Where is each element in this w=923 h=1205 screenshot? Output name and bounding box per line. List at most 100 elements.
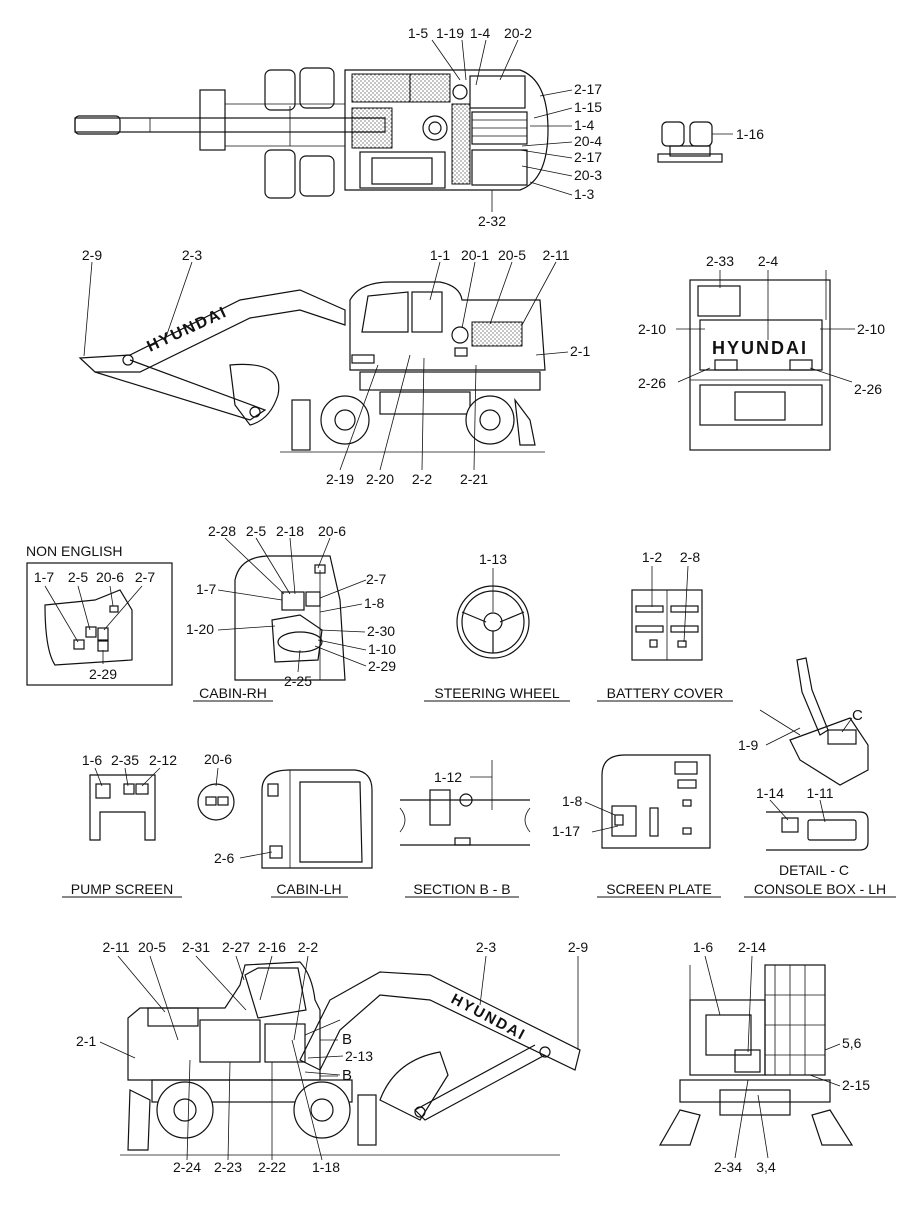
callout-label: 2-33 <box>706 253 734 269</box>
callout-label: 1-7 <box>34 569 54 585</box>
boom-brand-lettering-rh: HYUNDAI <box>145 303 231 355</box>
callout-label: 2-10 <box>857 321 885 337</box>
callout-label: 1-9 <box>738 737 758 753</box>
callout-label: 1-12 <box>434 769 462 785</box>
callout-label: 2-34 <box>714 1159 742 1175</box>
callout-label: 2-20 <box>366 471 394 487</box>
callout-label: 2-7 <box>135 569 155 585</box>
callout-label: 2-26 <box>638 375 666 391</box>
detail-c-view <box>766 811 869 851</box>
callout-label: 2-1 <box>76 1033 96 1049</box>
callout-label: 1-3 <box>574 186 594 202</box>
callout-label: 2-24 <box>173 1159 201 1175</box>
callout-label: 2-30 <box>367 623 395 639</box>
side-view-machine: HYUNDAI <box>78 281 546 453</box>
callout-label: 2-21 <box>460 471 488 487</box>
callout-label: 1-19 <box>436 25 464 41</box>
callout-label: 2-16 <box>258 939 286 955</box>
callout-label: 1-15 <box>574 99 602 115</box>
pump-screen-view <box>89 774 156 841</box>
marker-c: C <box>852 707 863 724</box>
callout-label: 20-4 <box>574 133 602 149</box>
rear-view-machine: HYUNDAI <box>689 270 831 451</box>
callout-label: 2-19 <box>326 471 354 487</box>
callout-label: 2-29 <box>368 658 396 674</box>
callout-label: 2-29 <box>89 666 117 682</box>
callout-label: 1-20 <box>186 621 214 637</box>
callout-label: 1-7 <box>196 581 216 597</box>
leader-lines <box>44 39 855 1161</box>
caption-non-english: NON ENGLISH <box>26 543 122 559</box>
boom-brand-lettering-lh: HYUNDAI <box>448 991 529 1045</box>
caption-detail-c: DETAIL - C <box>779 862 849 878</box>
marker-b-upper: B <box>342 1031 352 1048</box>
lh-side-view-machine: HYUNDAI <box>120 961 581 1156</box>
callout-label: 2-1 <box>570 343 590 359</box>
view-captions: NON ENGLISH CABIN-RH STEERING WHEEL BATT… <box>26 543 896 898</box>
callout-label: 2-4 <box>758 253 778 269</box>
callout-label: 1-8 <box>562 793 582 809</box>
callout-label: 1-17 <box>552 823 580 839</box>
caption-cabin-lh: CABIN-LH <box>276 881 341 897</box>
callout-label: 2-26 <box>854 381 882 397</box>
callout-label: 2-9 <box>568 939 588 955</box>
caption-console-box-lh: CONSOLE BOX - LH <box>754 881 886 897</box>
callout-label: 1-10 <box>368 641 396 657</box>
caption-screen-plate: SCREEN PLATE <box>606 881 712 897</box>
callout-label: 1-4 <box>574 117 594 133</box>
callout-label: 2-13 <box>345 1048 373 1064</box>
callout-label: 2-9 <box>82 247 102 263</box>
callout-label: 2-2 <box>298 939 318 955</box>
callout-label: 2-10 <box>638 321 666 337</box>
callout-label: 20-2 <box>504 25 532 41</box>
callout-label: 2-3 <box>182 247 202 263</box>
callout-label: 20-6 <box>204 751 232 767</box>
callout-label: 2-5 <box>68 569 88 585</box>
callout-label: 20-3 <box>574 167 602 183</box>
callout-label: 20-5 <box>498 247 526 263</box>
counterweight-brand-lettering: HYUNDAI <box>712 338 808 358</box>
front-view-machine <box>658 964 854 1146</box>
caption-steering-wheel: STEERING WHEEL <box>434 685 559 701</box>
callout-label: 1-4 <box>470 25 490 41</box>
screen-plate-view <box>601 754 711 849</box>
callout-label: 20-5 <box>138 939 166 955</box>
callout-label: 2-11 <box>543 247 570 263</box>
caption-pump-screen: PUMP SCREEN <box>71 881 173 897</box>
callout-label: 1-18 <box>312 1159 340 1175</box>
callout-label: 1-16 <box>736 126 764 142</box>
callout-label: 2-2 <box>412 471 432 487</box>
callout-label: 1-8 <box>364 595 384 611</box>
section-bb-view <box>399 760 531 846</box>
callout-label: 2-25 <box>284 673 312 689</box>
callout-label: 1-2 <box>642 549 662 565</box>
callout-label: 2-14 <box>738 939 766 955</box>
callout-label: 1-6 <box>82 752 102 768</box>
callout-label: 1-14 <box>756 785 784 801</box>
battery-cover-view <box>631 589 703 661</box>
callout-label: 2-17 <box>574 149 602 165</box>
sensor-part-detail <box>657 121 723 163</box>
console-joystick-view <box>759 657 869 786</box>
callout-label: 1-1 <box>430 247 450 263</box>
callout-label: 2-12 <box>149 752 177 768</box>
callout-label: 2-18 <box>276 523 304 539</box>
callout-label: 2-27 <box>222 939 250 955</box>
callout-label: 2-7 <box>366 571 386 587</box>
cabin-rh-view <box>234 555 346 681</box>
callout-label: 2-35 <box>111 752 139 768</box>
callout-label: 2-3 <box>476 939 496 955</box>
callout-label: 1-11 <box>807 785 834 801</box>
top-view-machine <box>74 67 549 199</box>
callout-label: 2-5 <box>246 523 266 539</box>
callout-label: 2-32 <box>478 213 506 229</box>
callout-label: 2-22 <box>258 1159 286 1175</box>
cabin-lh-view <box>197 769 373 869</box>
callout-label: 2-23 <box>214 1159 242 1175</box>
callout-label: 2-17 <box>574 81 602 97</box>
callout-label: 2-28 <box>208 523 236 539</box>
callout-label: 20-1 <box>461 247 489 263</box>
caption-battery-cover: BATTERY COVER <box>607 685 724 701</box>
callout-label: 1-5 <box>408 25 428 41</box>
